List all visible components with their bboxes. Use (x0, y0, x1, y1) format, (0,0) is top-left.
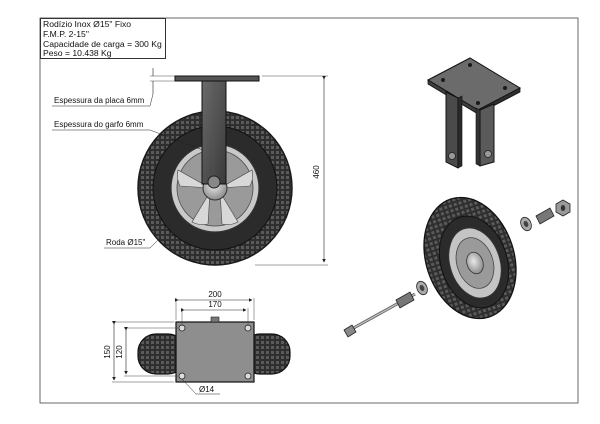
wheel-label: Roda Ø15" (106, 238, 145, 247)
sheet-border (39, 17, 579, 404)
side-top-plate (174, 75, 260, 82)
fork-thickness-label: Espessura do garfo 6mm (54, 120, 144, 129)
width-outer-dim: 200 (208, 290, 222, 299)
iso-fork (426, 57, 522, 169)
side-view: 460 Espessura da placa 6mm Espessura do … (52, 68, 328, 266)
height-dim-label: 460 (312, 165, 321, 179)
top-plate (175, 321, 255, 383)
mounting-holes (178, 324, 252, 380)
top-view: 200 170 150 120 Ø14 (103, 290, 291, 395)
title-block: Rodízio Inox Ø15" Fixo F.M.P. 2-15" Capa… (40, 18, 166, 59)
height-inner-dim: 120 (115, 345, 124, 359)
title-model: F.M.P. 2-15" (43, 28, 89, 39)
title-weight: Peso = 10.438 Kg (43, 48, 112, 59)
title-capacity: Capacidade de carga = 300 Kg (43, 38, 162, 49)
hole-diameter-label: Ø14 (199, 385, 215, 394)
iso-wheel (423, 196, 517, 320)
width-inner-dim: 170 (208, 300, 222, 309)
height-outer-dim: 150 (103, 345, 112, 359)
iso-hardware (343, 199, 571, 338)
plate-thickness-label: Espessura da placa 6mm (54, 96, 145, 105)
title-product: Rodízio Inox Ø15" Fixo (43, 19, 132, 29)
